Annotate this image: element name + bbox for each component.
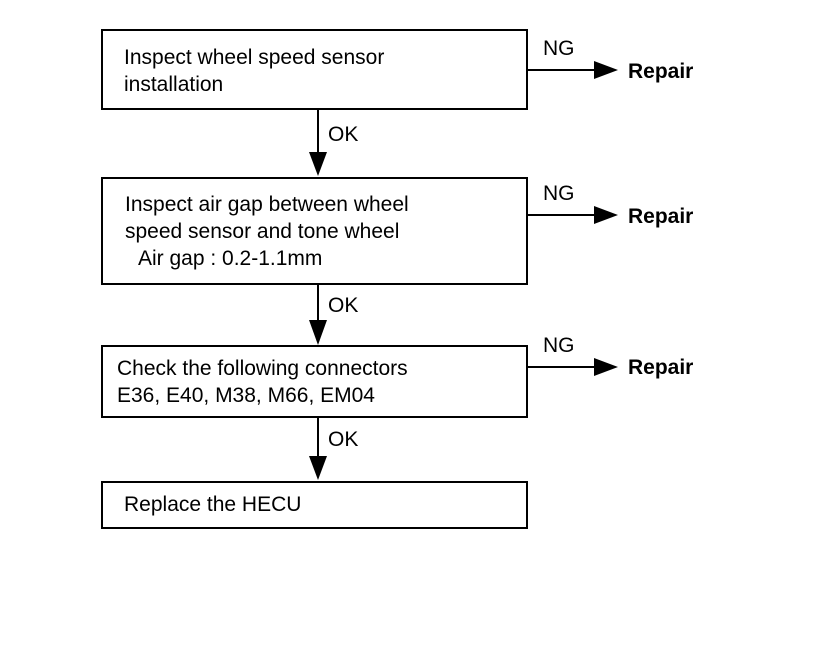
ng-arrow-1 [528,61,618,79]
repair-label-1: Repair [628,60,694,83]
ok-label-2: OK [328,294,359,317]
ok-arrow-2 [309,284,327,345]
ng-label-2: NG [543,182,575,205]
step-2-line-3: Air gap : 0.2-1.1mm [138,247,323,270]
step-box-2: Inspect air gap between wheel speed sens… [101,177,528,285]
step-1-line-2: installation [124,73,224,96]
step-1-line-1: Inspect wheel speed sensor [124,46,385,69]
step-4-line-1: Replace the HECU [124,493,302,516]
repair-label-3: Repair [628,356,694,379]
ng-arrow-2 [528,206,618,224]
repair-label-2: Repair [628,205,694,228]
step-3-line-1: Check the following connectors [117,357,408,380]
ng-label-1: NG [543,37,575,60]
step-2-line-1: Inspect air gap between wheel [125,193,409,216]
ok-label-1: OK [328,123,359,146]
ng-arrow-3 [528,358,618,376]
step-3-line-2: E36, E40, M38, M66, EM04 [117,384,375,407]
ok-arrow-3 [309,417,327,480]
ok-label-3: OK [328,428,359,451]
ok-arrow-1 [309,109,327,176]
step-2-line-2: speed sensor and tone wheel [125,220,400,243]
step-box-4: Replace the HECU [101,481,528,529]
step-box-3: Check the following connectors E36, E40,… [101,345,528,418]
ng-label-3: NG [543,334,575,357]
step-box-1: Inspect wheel speed sensor installation [101,29,528,110]
